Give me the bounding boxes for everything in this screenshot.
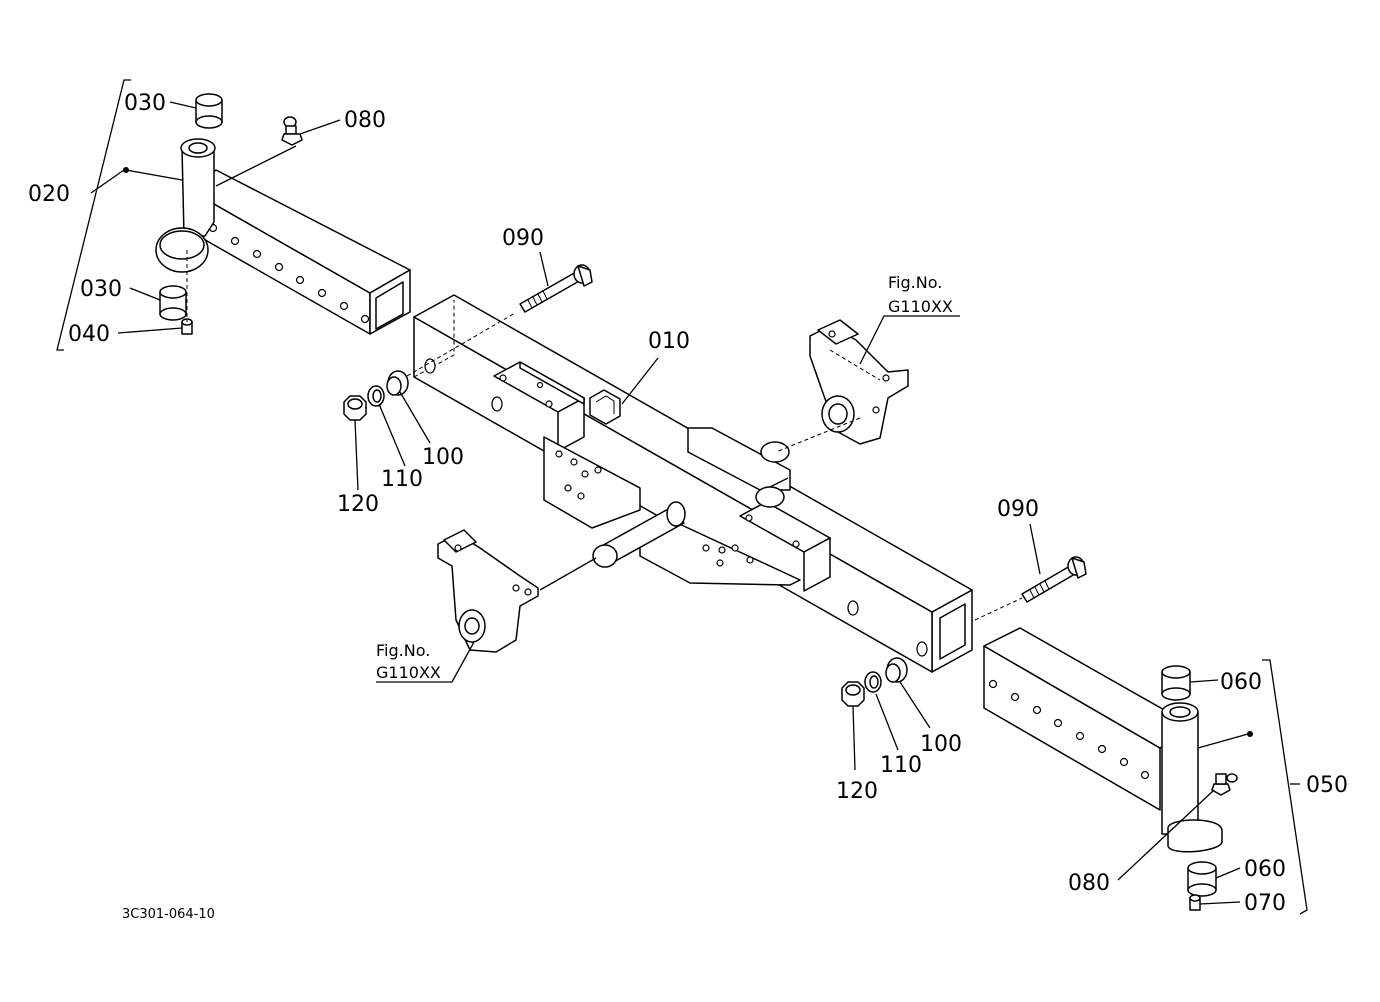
- fig-ref-lower-code: G110XX: [376, 663, 441, 682]
- washer-100-left: [386, 370, 409, 396]
- nut-120-left: [343, 395, 367, 421]
- label-080-top: 080: [344, 108, 386, 133]
- label-040: 040: [68, 322, 110, 347]
- nut-120-right: [841, 681, 865, 707]
- spring-washer-110-left: [367, 385, 385, 407]
- group-brace-left: [56, 79, 131, 351]
- drawing-code: 3C301-064-10: [122, 907, 215, 922]
- label-110-left: 110: [381, 467, 423, 492]
- label-060-bottom: 060: [1244, 857, 1286, 882]
- grease-nipple-070: [1189, 894, 1201, 911]
- referenced-bracket-lower: [437, 529, 539, 653]
- bushing-060-top: [1161, 665, 1191, 701]
- label-030-bottom: 030: [80, 277, 122, 302]
- washer-100-right: [885, 657, 908, 683]
- hardware-set-left: [343, 370, 409, 421]
- referenced-bracket-upper: [809, 319, 909, 445]
- bushing-030-top: [195, 93, 223, 129]
- grease-nipple-080-left: [281, 116, 303, 146]
- label-010: 010: [648, 329, 690, 354]
- label-100-right: 100: [920, 732, 962, 757]
- leader-lines: [90, 101, 1300, 905]
- spring-washer-110-right: [864, 671, 882, 693]
- left-arm-part-020: [155, 93, 411, 335]
- bushing-060-bottom: [1187, 861, 1217, 897]
- bushing-030-bottom: [159, 285, 187, 321]
- figure-references: Fig.No. G110XX Fig.No. G110XX: [376, 273, 953, 682]
- label-070: 070: [1244, 891, 1286, 916]
- part-labels: 010 020 030 030 040 050 060 060 070 080 …: [28, 91, 1348, 916]
- fig-ref-upper-title: Fig.No.: [888, 273, 942, 292]
- label-020: 020: [28, 182, 70, 207]
- label-100-left: 100: [422, 445, 464, 470]
- main-frame-part-010: [394, 294, 973, 673]
- right-arm-part-050: [983, 627, 1238, 911]
- label-090-right: 090: [997, 497, 1039, 522]
- label-060-top: 060: [1220, 670, 1262, 695]
- label-030-top: 030: [124, 91, 166, 116]
- label-090-left: 090: [502, 226, 544, 251]
- fig-ref-upper-code: G110XX: [888, 297, 953, 316]
- label-120-left: 120: [337, 492, 379, 517]
- fig-ref-lower-title: Fig.No.: [376, 641, 430, 660]
- hardware-set-right: [841, 657, 908, 707]
- label-110-right: 110: [880, 753, 922, 778]
- group-brace-right: [1262, 659, 1308, 915]
- grease-nipple-080-right: [1211, 773, 1238, 796]
- bolt-090-left: [519, 264, 593, 313]
- bolt-090-right: [974, 556, 1087, 621]
- label-120-right: 120: [836, 779, 878, 804]
- label-080-bottom: 080: [1068, 871, 1110, 896]
- label-050: 050: [1306, 773, 1348, 798]
